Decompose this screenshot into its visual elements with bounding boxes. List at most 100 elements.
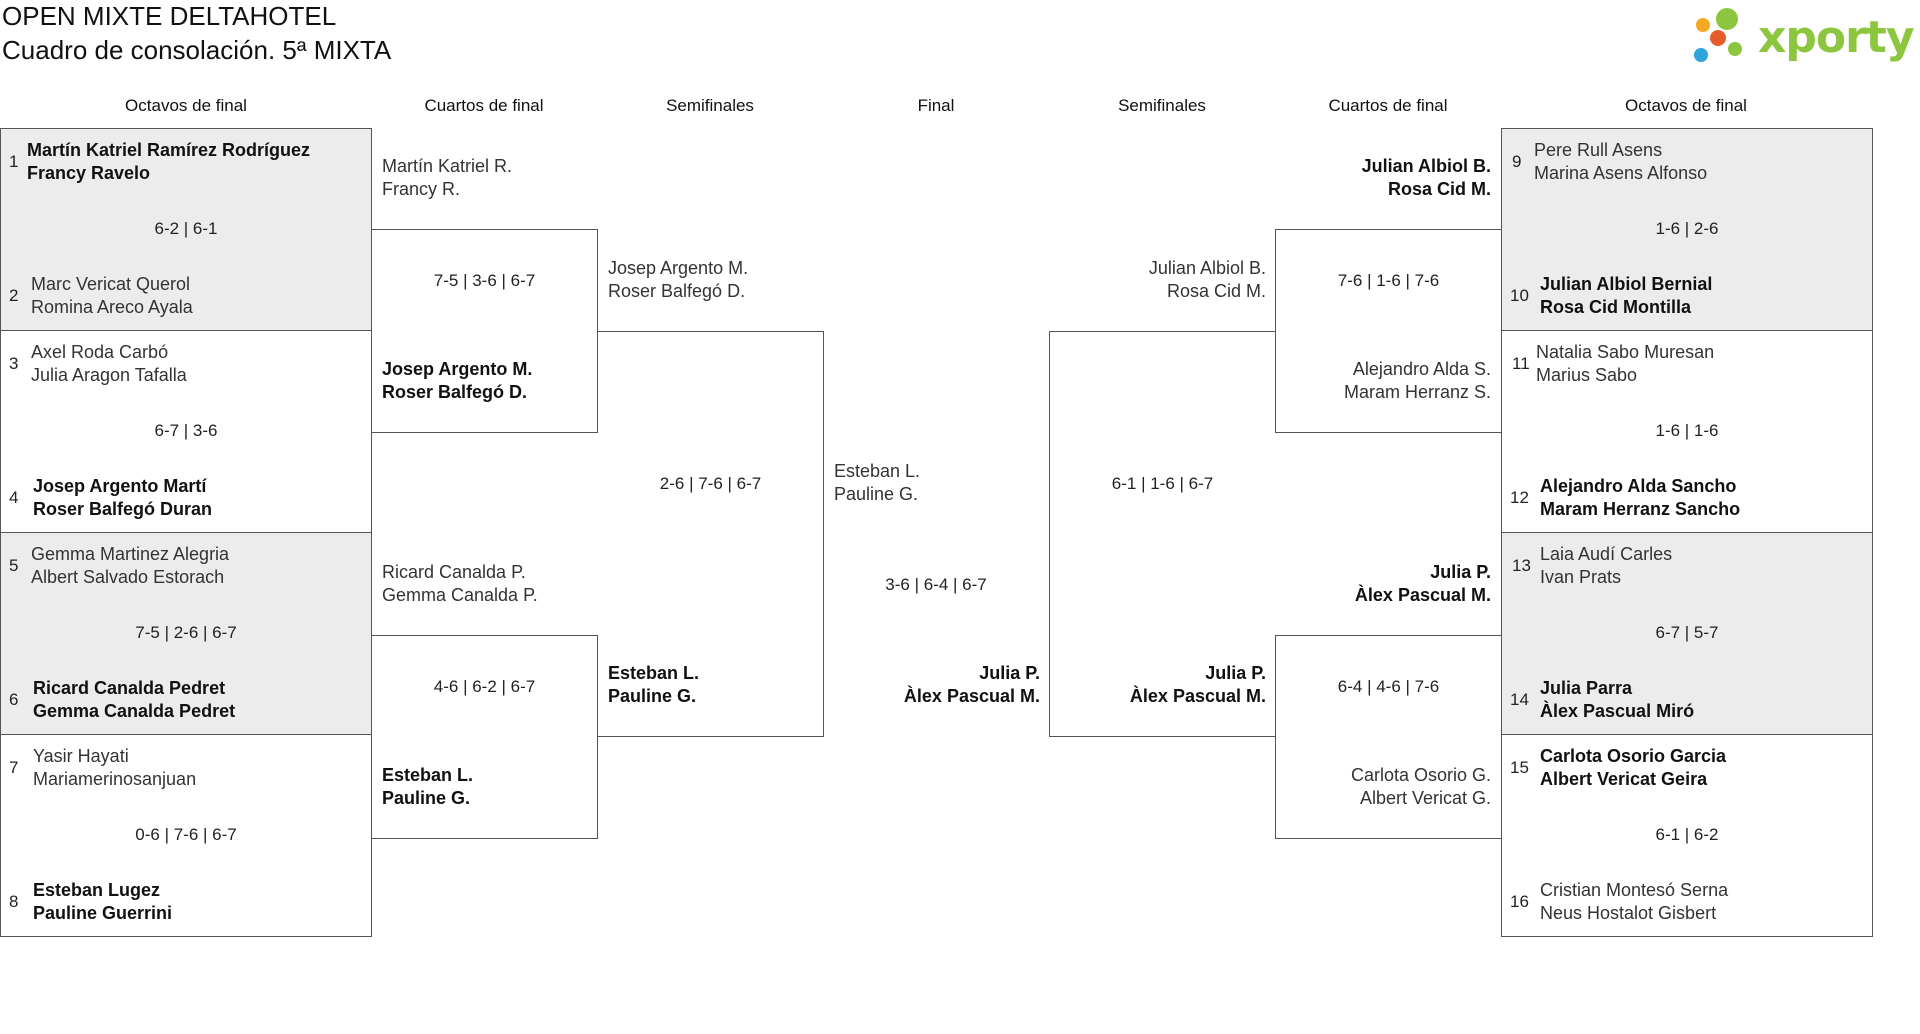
seed-number: 5 [9,556,19,575]
player-name: Àlex Pascual M. [1354,585,1491,605]
match-box [1275,635,1502,839]
player-name: Alejandro Alda Sancho [1540,476,1737,496]
player-name: Gemma Martinez Alegria [31,544,230,564]
seed-number: 10 [1510,286,1529,305]
match-box [0,532,372,735]
colhead-right-sf: Semifinales [1118,96,1206,115]
player-name: Esteban Lugez [33,880,161,900]
player-name: Albert Vericat Geira [1540,769,1708,789]
logo-text: xporty [1758,12,1915,63]
match-score: 6-1 | 6-2 [1655,825,1719,844]
match-score: 2-6 | 7-6 | 6-7 [659,474,762,493]
seed-number: 14 [1510,690,1529,709]
player-name: Josep Argento Martí [33,476,207,496]
player-name: Àlex Pascual M. [903,686,1040,706]
player-name: Àlex Pascual Miró [1540,701,1695,721]
player-name: Pauline Guerrini [33,903,173,923]
seed-number: 9 [1512,152,1522,171]
logo-dot-icon [1696,18,1710,32]
player-name: Maram Herranz Sancho [1540,499,1741,519]
match-box [1049,331,1276,737]
colhead-left-r16: Octavos de final [125,96,247,115]
seed-number: 4 [9,488,19,507]
match-box [371,635,598,839]
player-name: Carlota Osorio Garcia [1540,746,1727,766]
match-box [0,128,372,331]
player-name: Romina Areco Ayala [31,297,193,317]
player-name: Ricard Canalda Pedret [33,678,226,698]
match-score: 6-7 | 5-7 [1655,623,1719,642]
match-score: 0-6 | 7-6 | 6-7 [135,825,237,844]
colhead-final: Final [917,96,955,115]
player-name: Julian Albiol Bernial [1540,274,1713,294]
seed-number: 6 [9,690,19,709]
player-name: Rosa Cid M. [1387,179,1491,199]
player-name: Laia Audí Carles [1540,544,1673,564]
colhead-right-qf: Cuartos de final [1328,96,1448,115]
player-name: Julian Albiol B. [1148,258,1266,278]
player-name: Julia P. [1430,562,1491,582]
logo-dot-icon [1716,8,1738,30]
page-subtitle: Cuadro de consolación. 5ª MIXTA [2,35,392,65]
colhead-left-sf: Semifinales [666,96,754,115]
player-name: Roser Balfegó D. [608,281,746,301]
player-name: Natalia Sabo Muresan [1536,342,1715,362]
match-score: 6-1 | 1-6 | 6-7 [1111,474,1214,493]
player-name: Francy R. [382,179,461,199]
seed-number: 7 [9,758,19,777]
player-name: Pauline G. [382,788,471,808]
match-score: 1-6 | 2-6 [1655,219,1719,238]
seed-number: 2 [9,286,19,305]
player-name: Pere Rull Asens [1534,140,1663,160]
player-name: Julia Aragon Tafalla [31,365,187,385]
player-name: Julia P. [979,663,1040,683]
player-name: Ricard Canalda P. [382,562,526,582]
xporty-logo[interactable]: xporty [1690,4,1920,68]
logo-dot-icon [1710,30,1726,46]
match-score: 6-7 | 3-6 [154,421,218,440]
player-name: Martín Katriel Ramírez Rodríguez [27,140,311,160]
player-name: Ivan Prats [1540,567,1622,587]
player-name: Roser Balfegó Duran [33,499,213,519]
logo-dot-icon [1728,42,1742,56]
match-score: 7-6 | 1-6 | 7-6 [1337,271,1440,290]
match-score: 1-6 | 1-6 [1655,421,1719,440]
player-name: Esteban L. [608,663,700,683]
player-name: Mariamerinosanjuan [33,769,197,789]
match-score: 3-6 | 6-4 | 6-7 [885,575,987,594]
match-score: 7-5 | 3-6 | 6-7 [433,271,536,290]
player-name: Alejandro Alda S. [1352,359,1491,379]
player-name: Rosa Cid M. [1166,281,1266,301]
player-name: Cristian Montesó Serna [1540,880,1729,900]
seed-number: 3 [9,354,19,373]
player-name: Josep Argento M. [608,258,749,278]
match-box [1501,128,1873,331]
player-name: Rosa Cid Montilla [1540,297,1692,317]
match-box [1501,734,1873,937]
player-name: Pauline G. [608,686,697,706]
player-name: Àlex Pascual M. [1129,686,1266,706]
page-title: OPEN MIXTE DELTAHOTEL [2,1,337,31]
player-name: Albert Vericat G. [1359,788,1491,808]
match-box [597,331,824,737]
seed-number: 8 [9,892,19,911]
match-score: 7-5 | 2-6 | 6-7 [135,623,237,642]
seed-number: 11 [1512,354,1530,373]
match-box [1501,532,1873,735]
player-name: Julian Albiol B. [1361,156,1491,176]
player-name: Julia P. [1205,663,1266,683]
match-score: 6-4 | 4-6 | 7-6 [1337,677,1440,696]
logo-dot-icon [1694,48,1708,62]
seed-number: 16 [1510,892,1529,911]
player-name: Francy Ravelo [27,163,151,183]
player-name: Yasir Hayati [33,746,129,766]
player-name: Maram Herranz S. [1343,382,1491,402]
player-name: Marius Sabo [1536,365,1638,385]
player-name: Julia Parra [1540,678,1633,698]
player-name: Gemma Canalda P. [382,585,538,605]
player-name: Pauline G. [834,484,919,504]
seed-number: 15 [1510,758,1529,777]
match-score: 4-6 | 6-2 | 6-7 [433,677,536,696]
player-name: Esteban L. [382,765,474,785]
player-name: Roser Balfegó D. [382,382,528,402]
